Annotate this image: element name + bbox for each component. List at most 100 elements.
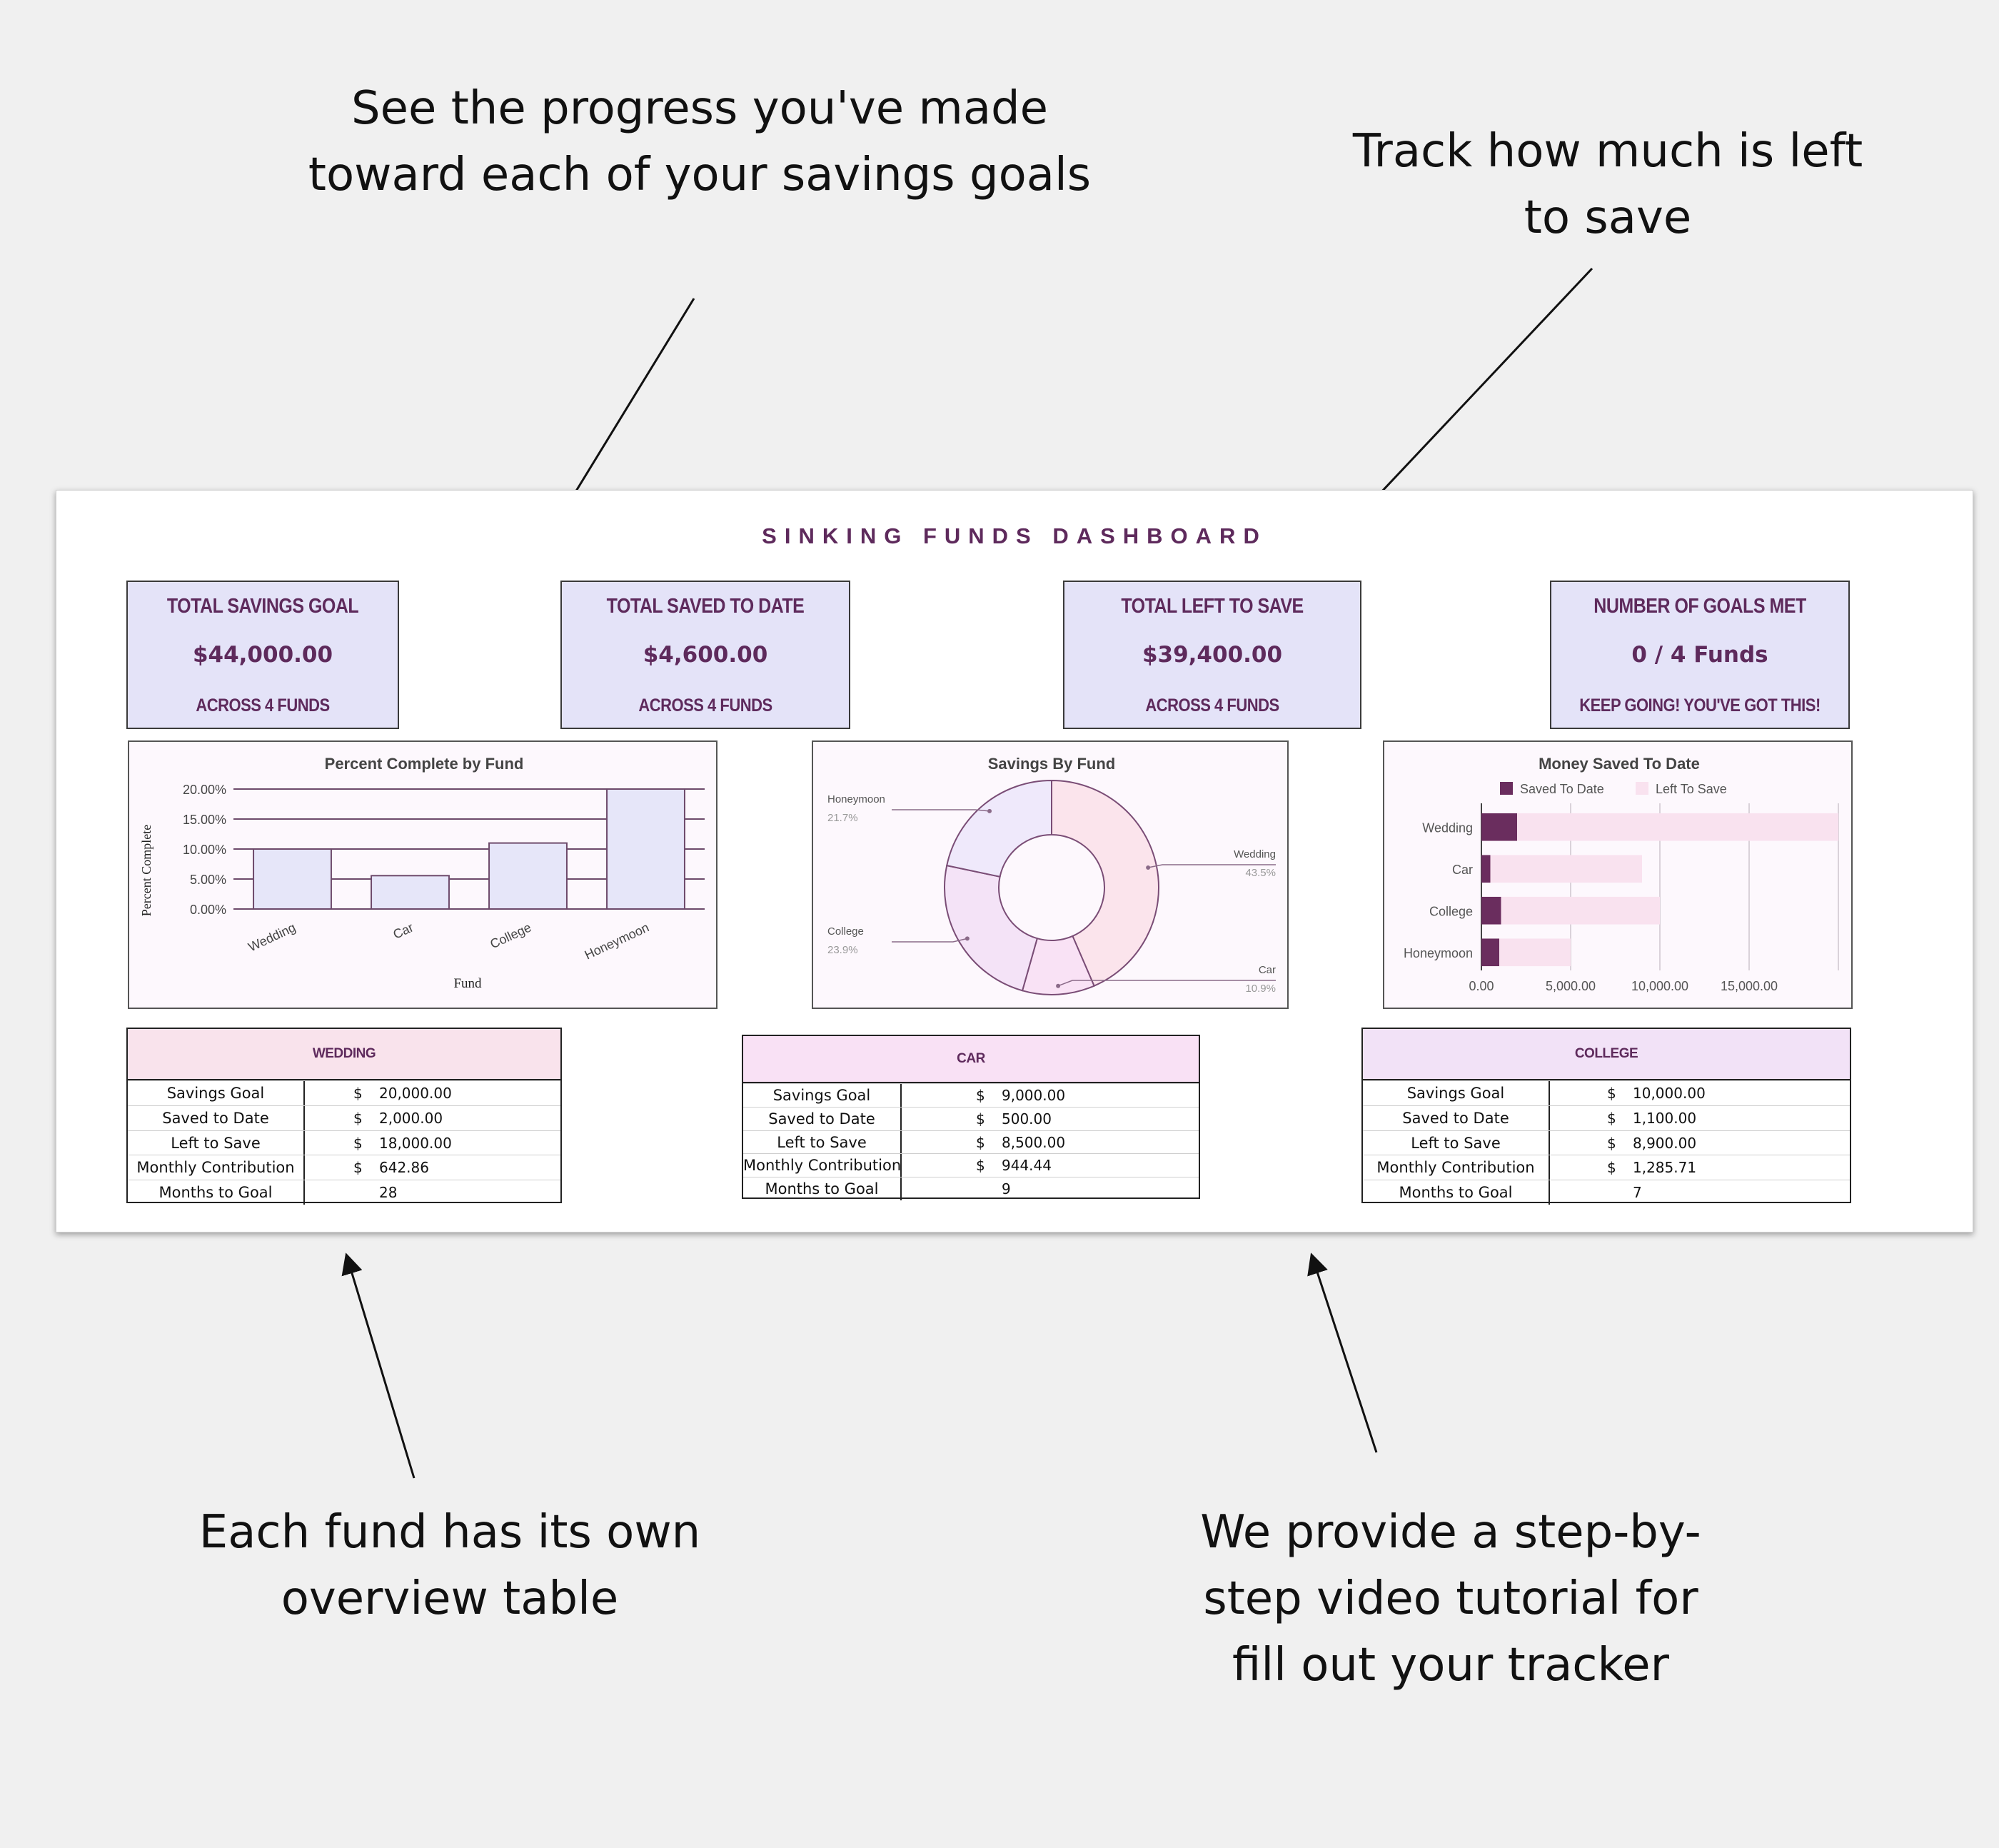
kpi-label: TOTAL SAVINGS GOAL: [166, 594, 359, 618]
row-currency: $: [976, 1110, 985, 1128]
row-currency: $: [1607, 1109, 1616, 1127]
row-value[interactable]: 28: [379, 1184, 398, 1202]
x-tick-label: 5,000.00: [1546, 979, 1596, 993]
row-currency: $: [1607, 1085, 1616, 1102]
fund-table-header: WEDDING: [128, 1029, 560, 1080]
bar-segment[interactable]: [1481, 938, 1499, 967]
row-value[interactable]: 944.44: [1002, 1157, 1052, 1175]
row-label: Savings Goal: [1363, 1081, 1550, 1105]
leader-line: [1057, 980, 1276, 987]
bar-segment[interactable]: [1517, 813, 1838, 841]
table-row: Months to Goal 9: [743, 1177, 1199, 1200]
row-label: Saved to Date: [743, 1107, 902, 1130]
table-row: Months to Goal 7: [1363, 1180, 1850, 1205]
row-label: Savings Goal: [743, 1084, 902, 1107]
row-value[interactable]: 18,000.00: [379, 1134, 452, 1152]
slice-percent: 21.7%: [827, 812, 858, 824]
row-currency: $: [1607, 1159, 1616, 1177]
y-tick-label: 5.00%: [190, 873, 226, 887]
y-axis-label: Percent Complete: [139, 825, 153, 916]
table-row: Savings Goal $10,000.00: [1363, 1080, 1850, 1105]
row-value[interactable]: 1,285.71: [1633, 1159, 1697, 1177]
donut-slice[interactable]: [944, 864, 1039, 992]
legend-label: Left To Save: [1656, 782, 1727, 796]
row-currency: $: [976, 1133, 985, 1151]
kpi-total-left-to-save: TOTAL LEFT TO SAVE $39,400.00 ACROSS 4 F…: [1063, 581, 1361, 729]
kpi-value: $39,400.00: [1142, 642, 1283, 668]
table-row: Saved to Date $500.00: [743, 1106, 1199, 1130]
legend-swatch: [1500, 782, 1513, 795]
kpi-value: 0 / 4 Funds: [1631, 642, 1768, 668]
kpi-subtext: ACROSS 4 FUNDS: [1145, 695, 1279, 715]
table-row: Savings Goal$9,000.00: [743, 1083, 1199, 1107]
bar-segment[interactable]: [1499, 938, 1571, 967]
leader-line: [892, 938, 968, 943]
y-tick-label: Honeymoon: [1404, 946, 1473, 960]
donut-slice[interactable]: [946, 779, 1052, 878]
leader-line: [892, 809, 990, 812]
bar-segment[interactable]: [1501, 896, 1661, 925]
row-label: Left to Save: [743, 1130, 902, 1154]
row-value[interactable]: 500.00: [1002, 1110, 1052, 1128]
callout-fund-table: Each fund has its own overview table: [198, 1506, 701, 1625]
row-currency: $: [353, 1134, 363, 1152]
row-label: Months to Goal: [743, 1177, 902, 1200]
bar[interactable]: [371, 875, 450, 910]
y-tick-label: 15.00%: [183, 813, 226, 827]
legend-label: Saved To Date: [1520, 782, 1604, 796]
bar-segment[interactable]: [1481, 896, 1501, 925]
donut-slice[interactable]: [1051, 779, 1159, 987]
x-tick-label: 10,000.00: [1631, 979, 1688, 993]
row-value[interactable]: 1,100.00: [1633, 1109, 1697, 1127]
bar[interactable]: [488, 842, 568, 910]
table-row: Savings Goal $20,000.00: [128, 1080, 560, 1105]
row-value[interactable]: 642.86: [379, 1159, 429, 1177]
bar[interactable]: [606, 788, 685, 910]
y-tick-label: 0.00%: [190, 903, 226, 917]
callout-left-to-save: Track how much is left to save: [1352, 125, 1863, 244]
table-row: Left to Save $18,000.00: [128, 1130, 560, 1155]
x-tick-label: College: [488, 920, 533, 951]
row-value[interactable]: 9,000.00: [1002, 1087, 1066, 1104]
bar[interactable]: [253, 848, 332, 910]
callout-progress: See the progress you've made toward each…: [308, 82, 1092, 201]
kpi-subtext: ACROSS 4 FUNDS: [196, 695, 330, 715]
row-currency: $: [353, 1085, 363, 1102]
bar-segment[interactable]: [1481, 855, 1491, 883]
row-value[interactable]: 10,000.00: [1633, 1085, 1706, 1102]
savings-by-fund-svg: Savings By FundWedding43.5%Car10.9%Colle…: [827, 755, 1276, 995]
table-row: Saved to Date$2,000.00: [128, 1105, 560, 1130]
kpi-subtext: ACROSS 4 FUNDS: [638, 695, 772, 715]
kpi-label: TOTAL LEFT TO SAVE: [1121, 594, 1304, 618]
slice-label: College: [827, 925, 864, 938]
row-label: Savings Goal: [128, 1081, 305, 1105]
dashboard-sheet: SINKING FUNDS DASHBOARD TOTAL SAVINGS GO…: [56, 490, 1973, 1232]
row-value[interactable]: 9: [1002, 1180, 1011, 1198]
slice-label: Car: [1259, 964, 1276, 976]
kpi-number-of-goals-met: NUMBER OF GOALS MET 0 / 4 Funds KEEP GOI…: [1550, 581, 1850, 729]
row-value[interactable]: 7: [1633, 1184, 1642, 1202]
x-tick-label: Wedding: [246, 920, 298, 954]
table-row: Left to Save$8,900.00: [1363, 1130, 1850, 1155]
row-value[interactable]: 20,000.00: [379, 1085, 452, 1102]
bar-segment[interactable]: [1481, 813, 1517, 841]
fund-table-header: CAR: [743, 1036, 1199, 1083]
fund-table-header: COLLEGE: [1363, 1029, 1850, 1080]
row-label: Monthly Contribution: [128, 1155, 305, 1180]
row-label: Left to Save: [128, 1130, 305, 1155]
row-label: Months to Goal: [1363, 1180, 1550, 1205]
row-value[interactable]: 8,900.00: [1633, 1134, 1697, 1152]
kpi-value: $44,000.00: [192, 642, 333, 668]
row-value[interactable]: 8,500.00: [1002, 1133, 1066, 1151]
bar-segment[interactable]: [1490, 855, 1643, 883]
row-label: Left to Save: [1363, 1130, 1550, 1155]
legend-swatch: [1636, 782, 1648, 795]
kpi-label: NUMBER OF GOALS MET: [1593, 594, 1806, 618]
row-value[interactable]: 2,000.00: [379, 1109, 443, 1127]
